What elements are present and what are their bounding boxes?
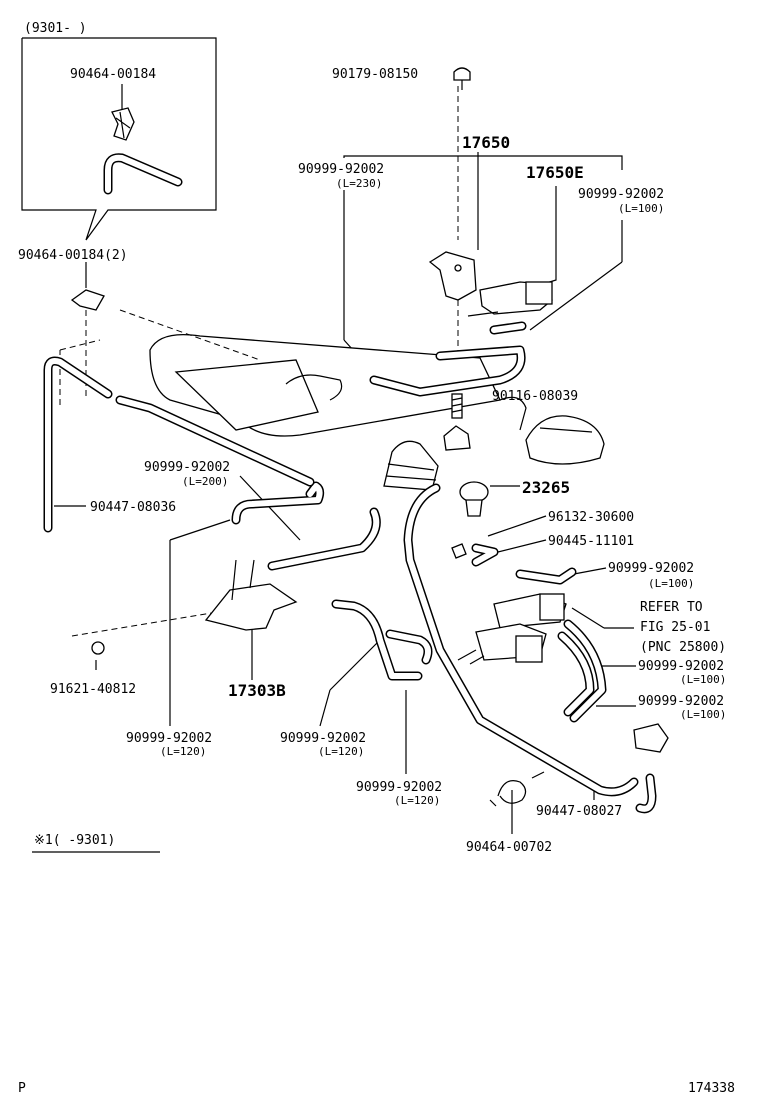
vsv-bracket xyxy=(428,251,477,301)
label-90179-08150: 90179-08150 xyxy=(332,67,418,82)
label-l230: (L=230) xyxy=(336,177,382,190)
clamp-90464-00702-icon xyxy=(489,771,545,807)
refer-line-2: FIG 25-01 xyxy=(640,620,710,635)
label-90999-92002-l200: 90999-92002 xyxy=(144,460,230,475)
footer-right: 174338 xyxy=(688,1081,735,1096)
label-l200: (L=200) xyxy=(182,475,228,488)
bolt-90116 xyxy=(443,393,471,451)
grommet-icon xyxy=(451,543,467,559)
label-l100-a: (L=100) xyxy=(618,202,664,215)
label-90999-92002-l100-b: 90999-92002 xyxy=(608,561,694,576)
charcoal-canister xyxy=(119,309,527,437)
refer-line-1: REFER TO xyxy=(640,600,703,615)
vsv-17650E xyxy=(467,281,553,317)
label-17650: 17650 xyxy=(462,133,510,152)
clamp-90464-icon xyxy=(70,289,105,311)
label-l100-c: (L=100) xyxy=(680,673,726,686)
label-90999-92002-l100-d: 90999-92002 xyxy=(638,694,724,709)
label-90447-08036: 90447-08036 xyxy=(90,500,176,515)
label-l120-a: (L=120) xyxy=(160,745,206,758)
label-90999-92002-l100-a: 90999-92002 xyxy=(578,187,664,202)
label-90447-08027: 90447-08027 xyxy=(536,804,622,819)
label-17650E: 17650E xyxy=(526,163,584,182)
refer-line-3: (PNC 25800) xyxy=(640,640,726,655)
footnote-text: ※1( -9301) xyxy=(34,833,115,848)
part-labels: 90464-00184(2) 90447-08036 91621-40812 1… xyxy=(18,67,726,855)
label-l100-b: (L=100) xyxy=(648,577,694,590)
label-90445-11101: 90445-11101 xyxy=(548,534,634,549)
vacuum-diaphragm xyxy=(383,440,439,491)
label-l100-d: (L=100) xyxy=(680,708,726,721)
fittings xyxy=(70,67,669,807)
inset-detail: (9301- ) 90464-00184 xyxy=(21,21,217,241)
clamp-icon xyxy=(111,107,135,141)
label-96132-30600: 96132-30600 xyxy=(548,510,634,525)
label-l120-b: (L=120) xyxy=(318,745,364,758)
label-90999-92002-l100-c: 90999-92002 xyxy=(638,659,724,674)
sensor-icon xyxy=(633,723,669,753)
label-90464-00184-2: 90464-00184(2) xyxy=(18,248,128,263)
label-90999-92002-l120-b: 90999-92002 xyxy=(280,731,366,746)
label-91621-40812: 91621-40812 xyxy=(50,682,136,697)
check-valve-23265 xyxy=(459,481,489,517)
inset-part-label: 90464-00184 xyxy=(70,67,156,82)
label-90116-08039: 90116-08039 xyxy=(492,389,578,404)
egr-valve-dome xyxy=(525,415,605,465)
inset-range-label: (9301- ) xyxy=(24,21,87,36)
label-90999-92002-l230: 90999-92002 xyxy=(298,162,384,177)
label-23265: 23265 xyxy=(522,478,570,497)
label-l120-c: (L=120) xyxy=(394,794,440,807)
footer-left: P xyxy=(18,1081,26,1096)
footnote: ※1( -9301) xyxy=(32,833,160,853)
label-90999-92002-l120-c: 90999-92002 xyxy=(356,780,442,795)
hoses xyxy=(43,321,657,814)
nut-91621-icon xyxy=(91,641,105,655)
label-90999-92002-l120-a: 90999-92002 xyxy=(126,731,212,746)
bracket-17303B xyxy=(204,559,298,631)
label-17303B: 17303B xyxy=(228,681,286,700)
label-90464-00702: 90464-00702 xyxy=(466,840,552,855)
vsv-pair-lower xyxy=(457,593,567,665)
bolt-90179-icon xyxy=(453,67,471,81)
